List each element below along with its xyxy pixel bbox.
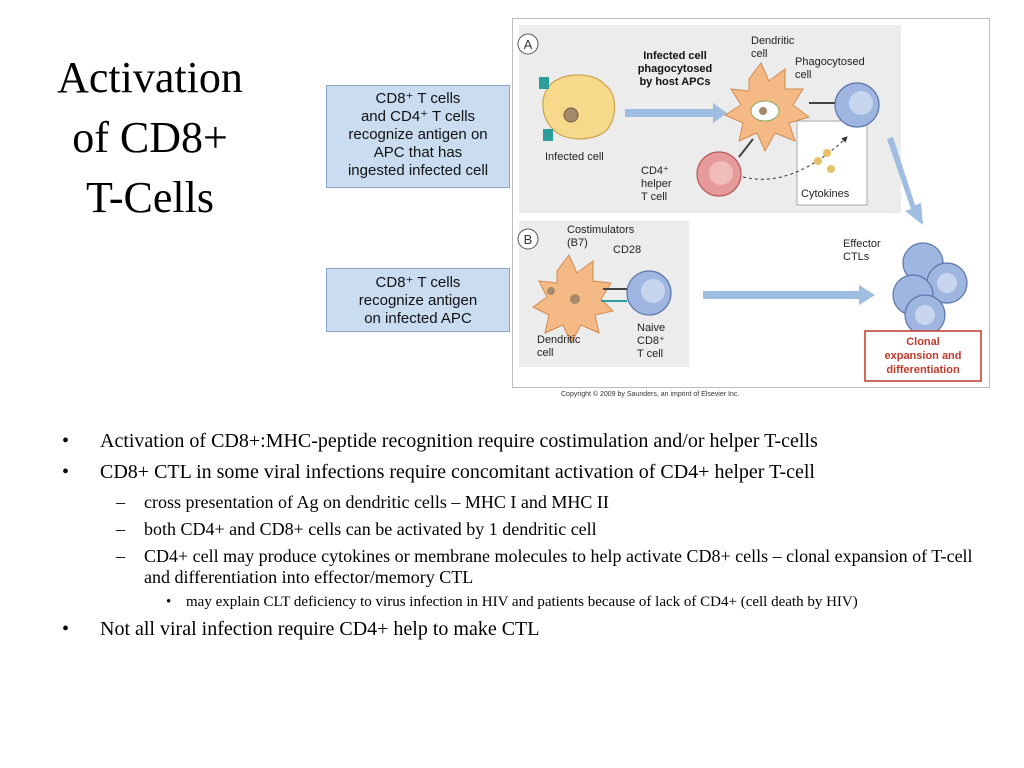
- virus-particle: [570, 294, 580, 304]
- callout-line: on infected APC: [364, 310, 472, 327]
- clonal-expansion-box: [864, 330, 982, 382]
- slide-title: Activation of CD8+ T-Cells: [30, 48, 270, 228]
- nucleus: [709, 161, 733, 185]
- mhc-molecule: [539, 77, 549, 89]
- figure-svg: A B Infected cell Infected cell phagocyt…: [517, 25, 982, 382]
- bullet-item: Not all viral infection require CD4+ hel…: [60, 618, 980, 641]
- tcr-contact: [738, 138, 754, 158]
- title-line: Activation: [57, 53, 243, 102]
- sub-bullet-item: CD4+ cell may produce cytokines or membr…: [60, 546, 980, 588]
- sub-sub-bullet-item: may explain CLT deficiency to virus infe…: [60, 594, 980, 610]
- effector-ctls-label: Effector: [843, 238, 881, 250]
- bullet-item: CD8+ CTL in some viral infections requir…: [60, 461, 980, 484]
- panel-a-badge: A: [517, 33, 539, 55]
- bullet-list: Activation of CD8+:MHC-peptide recogniti…: [60, 430, 980, 649]
- infected-cell-label: Infected cell: [545, 151, 604, 163]
- cytokine-box: [796, 120, 868, 206]
- nucleus: [641, 279, 665, 303]
- phagocytosed-cell-label: Phagocytosed: [795, 56, 865, 68]
- nucleus: [915, 305, 935, 325]
- svg-text:differentiation: differentiation: [886, 364, 960, 376]
- cd8-activation-figure: A B Infected cell Infected cell phagocyt…: [512, 18, 990, 388]
- svg-text:A: A: [524, 37, 533, 52]
- clonal-label: Clonal: [906, 336, 940, 348]
- infected-cell: [542, 74, 616, 140]
- naive-cd8-label: Naive: [637, 322, 665, 334]
- callout-line: CD8⁺ T cells: [375, 274, 461, 291]
- virus-particle: [563, 107, 579, 123]
- svg-text:cell: cell: [751, 48, 768, 60]
- effector-ctl-cluster: [892, 242, 968, 336]
- virus-particle: [547, 287, 555, 295]
- cytokine-dot: [814, 157, 822, 165]
- phagocytosed-virus: [759, 107, 767, 115]
- svg-text:T cell: T cell: [641, 191, 667, 203]
- svg-text:helper: helper: [641, 178, 672, 190]
- panel-b-badge: B: [517, 228, 539, 250]
- cytokines-label: Cytokines: [801, 188, 850, 200]
- dendritic-cell-b-label: Dendritic: [537, 334, 581, 346]
- callout-panel-a: CD8⁺ T cells and CD4⁺ T cells recognize …: [326, 85, 510, 188]
- panel-a-effector-arrow: [887, 137, 923, 225]
- infected-phagocytosed-label: Infected cell phagocytosed by host APCs: [638, 50, 713, 88]
- svg-text:expansion and: expansion and: [884, 350, 961, 362]
- cytokine-dot: [823, 149, 831, 157]
- svg-text:CTLs: CTLs: [843, 251, 870, 263]
- callout-panel-b: CD8⁺ T cells recognize antigen on infect…: [326, 268, 510, 332]
- title-line: of CD8+: [72, 113, 228, 162]
- callout-line: and CD4⁺ T cells: [360, 108, 476, 125]
- svg-text:cell: cell: [795, 69, 812, 81]
- phagocytosis-arrow: [625, 103, 727, 123]
- callout-line: recognize antigen on: [348, 126, 488, 143]
- svg-text:Infected cell: Infected cell: [643, 50, 707, 62]
- svg-text:by host APCs: by host APCs: [639, 76, 710, 88]
- panel-b-effector-arrow: [703, 285, 875, 305]
- callout-line: CD8⁺ T cells: [375, 90, 461, 107]
- costimulators-label: Costimulators: [567, 224, 635, 236]
- cd4-helper-label: CD4⁺: [641, 165, 669, 177]
- nucleus: [849, 91, 873, 115]
- nucleus: [937, 273, 957, 293]
- copyright-text: Copyright © 2009 by Saunders, an imprint…: [561, 391, 740, 398]
- title-line: T-Cells: [86, 173, 214, 222]
- svg-text:phagocytosed: phagocytosed: [638, 63, 713, 75]
- cd28-label: CD28: [613, 244, 641, 256]
- callout-line: ingested infected cell: [347, 162, 489, 179]
- svg-text:cell: cell: [537, 347, 554, 359]
- sub-bullet-item: both CD4+ and CD8+ cells can be activate…: [60, 519, 980, 540]
- svg-text:B: B: [524, 232, 533, 247]
- bullet-item: Activation of CD8+:MHC-peptide recogniti…: [60, 430, 980, 453]
- sub-bullet-item: cross presentation of Ag on dendritic ce…: [60, 492, 980, 513]
- cytokine-dot: [827, 165, 835, 173]
- callout-line: recognize antigen: [358, 292, 478, 309]
- svg-text:T cell: T cell: [637, 348, 663, 360]
- svg-text:CD8⁺: CD8⁺: [637, 335, 665, 347]
- callout-line: APC that has: [373, 144, 463, 161]
- mhc-molecule: [543, 129, 553, 141]
- svg-text:(B7): (B7): [567, 237, 588, 249]
- dendritic-cell-a-label: Dendritic: [751, 35, 795, 47]
